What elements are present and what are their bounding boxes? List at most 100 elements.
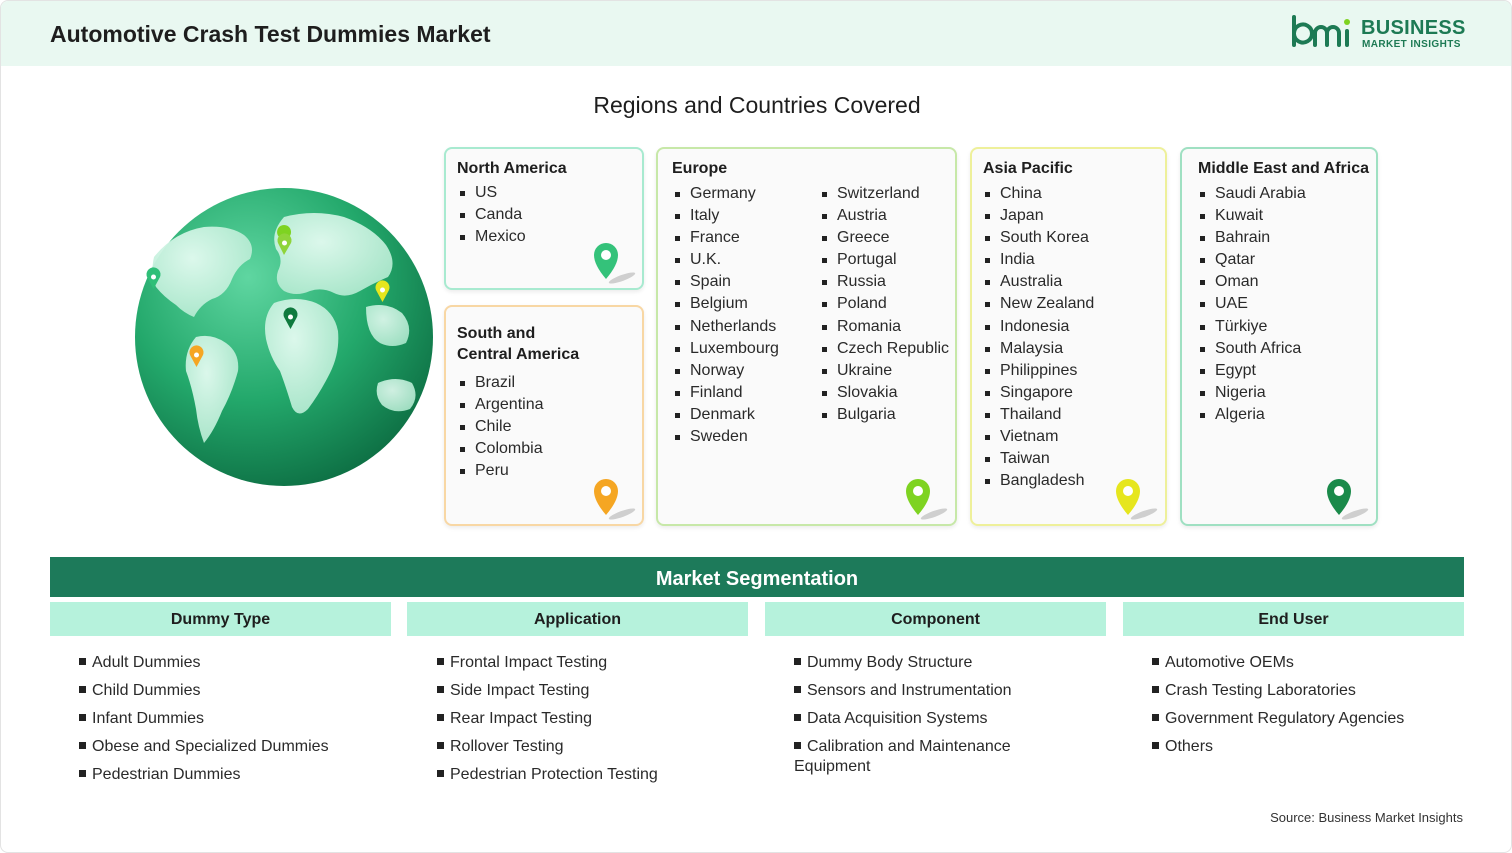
country-item: Nigeria	[1199, 382, 1306, 404]
country-item: Finland	[674, 382, 779, 404]
bullet-square-icon	[794, 742, 801, 749]
bullet-square-icon	[1152, 658, 1159, 665]
segment-item-label: Government Regulatory Agencies	[1165, 710, 1405, 727]
segment-item-label: Frontal Impact Testing	[450, 654, 608, 671]
bullet-square-icon	[437, 658, 444, 665]
segment-list-component: Dummy Body Structure Sensors and Instrum…	[794, 653, 1054, 785]
country-item: Argentina	[459, 394, 544, 416]
country-list-europe-col1: Germany Italy France U.K. Spain Belgium …	[674, 183, 779, 448]
logo-text-business: BUSINESS	[1361, 17, 1466, 39]
country-item: Switzerland	[821, 183, 949, 205]
bullet-square-icon	[79, 714, 86, 721]
region-card-asia-pacific: Asia Pacific China Japan South Korea Ind…	[970, 147, 1167, 526]
country-item: UAE	[1199, 293, 1306, 315]
region-title-line: Central America	[457, 346, 580, 363]
segment-item-label: Infant Dummies	[92, 710, 205, 727]
region-title-asia-pacific: Asia Pacific	[983, 160, 1073, 177]
bmi-logo-icon	[1292, 15, 1350, 47]
country-item: Chile	[459, 416, 544, 438]
segment-heading-dummy-type: Dummy Type	[50, 602, 391, 636]
location-pin-icon	[594, 479, 636, 520]
country-item: China	[984, 183, 1094, 205]
segment-heading-component: Component	[765, 602, 1106, 636]
segment-item-label: Data Acquisition Systems	[807, 710, 988, 727]
region-title-europe: Europe	[672, 160, 728, 177]
country-item: Peru	[459, 460, 544, 482]
country-item: Singapore	[984, 382, 1094, 404]
location-pin-icon	[594, 243, 636, 284]
segment-heading-application: Application	[407, 602, 748, 636]
country-list-middle-east-africa: Saudi Arabia Kuwait Bahrain Qatar Oman U…	[1199, 183, 1306, 426]
bullet-square-icon	[79, 658, 86, 665]
segmentation-title-bar: Market Segmentation	[50, 557, 1464, 597]
country-item: Czech Republic	[821, 338, 949, 360]
segment-item-label: Rollover Testing	[450, 738, 564, 755]
country-list-north-america: US Canda Mexico	[459, 182, 526, 248]
bullet-square-icon	[79, 742, 86, 749]
segment-item-label: Crash Testing Laboratories	[1165, 682, 1356, 699]
segment-item-label: Pedestrian Dummies	[92, 766, 241, 783]
country-item: Poland	[821, 293, 949, 315]
country-item: Colombia	[459, 438, 544, 460]
region-title-middle-east-africa: Middle East and Africa	[1198, 160, 1369, 177]
country-item: Egypt	[1199, 360, 1306, 382]
country-item: Taiwan	[984, 448, 1094, 470]
location-pin-icon	[1116, 479, 1158, 520]
header-bar: Automotive Crash Test Dummies Market BUS…	[1, 1, 1511, 66]
country-item: Norway	[674, 360, 779, 382]
region-card-europe: Europe Germany Italy France U.K. Spain B…	[656, 147, 957, 526]
country-item: Portugal	[821, 249, 949, 271]
segment-item: Adult Dummies	[79, 653, 379, 673]
segment-item: Infant Dummies	[79, 709, 379, 729]
globe-illustration	[134, 187, 434, 487]
region-card-south-central-america: South and Central America Brazil Argenti…	[444, 305, 644, 526]
country-item: US	[459, 182, 526, 204]
country-item: Oman	[1199, 271, 1306, 293]
bullet-square-icon	[437, 714, 444, 721]
country-list-europe-col2: Switzerland Austria Greece Portugal Russ…	[821, 183, 949, 426]
bullet-square-icon	[79, 686, 86, 693]
regions-title: Regions and Countries Covered	[593, 92, 921, 118]
segment-item: Government Regulatory Agencies	[1152, 709, 1452, 729]
country-item: Brazil	[459, 372, 544, 394]
country-item: Bangladesh	[984, 470, 1094, 492]
country-item: Bahrain	[1199, 227, 1306, 249]
segment-item-label: Dummy Body Structure	[807, 654, 973, 671]
country-list-asia-pacific: China Japan South Korea India Australia …	[984, 183, 1094, 492]
country-item: Canda	[459, 204, 526, 226]
segment-item: Rollover Testing	[437, 737, 737, 757]
bullet-square-icon	[794, 714, 801, 721]
segment-item-label: Obese and Specialized Dummies	[92, 738, 329, 755]
segment-item-label: Child Dummies	[92, 682, 201, 699]
country-item: Luxembourg	[674, 338, 779, 360]
segment-item: Data Acquisition Systems	[794, 709, 1054, 729]
country-item: Kuwait	[1199, 205, 1306, 227]
bullet-square-icon	[1152, 714, 1159, 721]
country-item: Austria	[821, 205, 949, 227]
country-item: Saudi Arabia	[1199, 183, 1306, 205]
bullet-square-icon	[1152, 742, 1159, 749]
segment-list-dummy-type: Adult Dummies Child Dummies Infant Dummi…	[79, 653, 379, 793]
logo-text-market-insights: MARKET INSIGHTS	[1362, 39, 1461, 50]
segment-item: Side Impact Testing	[437, 681, 737, 701]
segment-item-label: Side Impact Testing	[450, 682, 590, 699]
country-item: Belgium	[674, 293, 779, 315]
country-item: Australia	[984, 271, 1094, 293]
segment-item-label: Sensors and Instrumentation	[807, 682, 1012, 699]
segment-item: Others	[1152, 737, 1452, 757]
segment-heading-end-user: End User	[1123, 602, 1464, 636]
country-item: Greece	[821, 227, 949, 249]
country-item: Philippines	[984, 360, 1094, 382]
country-item: Romania	[821, 316, 949, 338]
segment-item-label: Others	[1165, 738, 1214, 755]
segment-item-label: Calibration and Maintenance Equipment	[794, 738, 1011, 775]
country-item: Türkiye	[1199, 316, 1306, 338]
segment-item: Rear Impact Testing	[437, 709, 737, 729]
country-item: Mexico	[459, 226, 526, 248]
country-item: Russia	[821, 271, 949, 293]
country-item: France	[674, 227, 779, 249]
brand-logo: BUSINESS MARKET INSIGHTS	[1291, 15, 1471, 53]
segment-item-label: Pedestrian Protection Testing	[450, 766, 658, 783]
country-item: Germany	[674, 183, 779, 205]
